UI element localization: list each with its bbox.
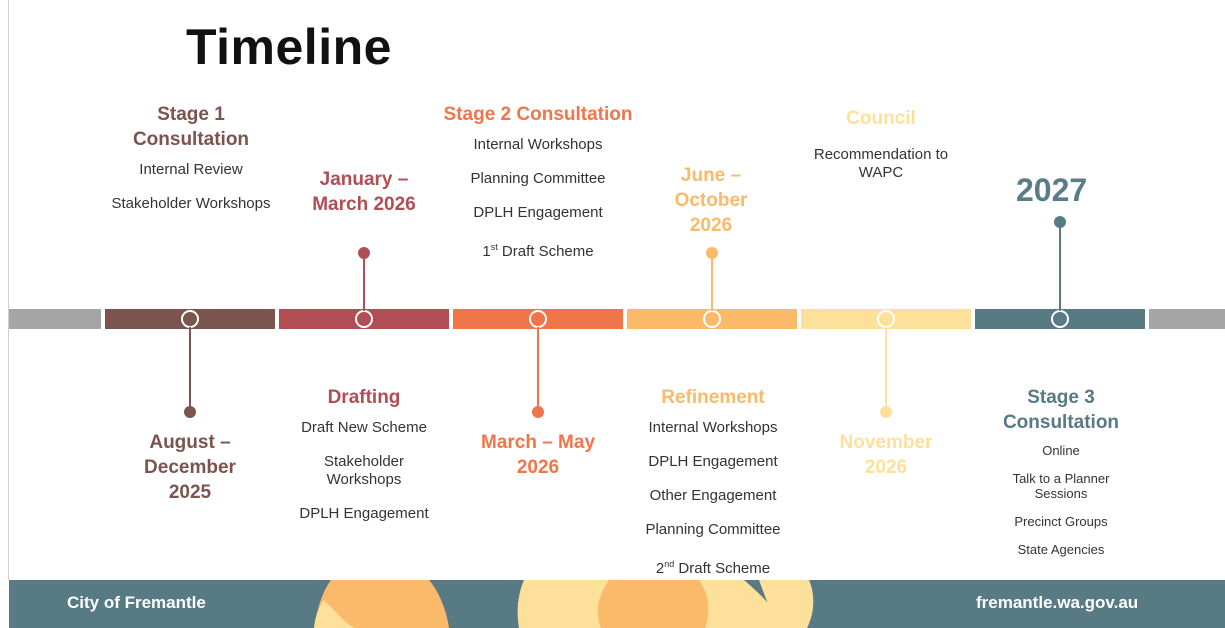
drafting-heading: Drafting	[327, 387, 401, 408]
drafting-item: DPLH Engagement	[299, 505, 429, 522]
drafting-block: Drafting Draft New Scheme Stakeholder Wo…	[274, 385, 454, 523]
milestone-marker	[355, 310, 373, 328]
footer-banner: City of Fremantle fremantle.wa.gov.au	[9, 580, 1225, 628]
refinement-item: Other Engagement	[649, 487, 777, 504]
stage3-item: Online	[1042, 443, 1080, 458]
milestone-dot	[358, 247, 370, 259]
draft-label: Draft Scheme	[674, 560, 771, 577]
stage2-item: Internal Workshops	[473, 136, 603, 153]
stage2-heading: Stage 2 Consultation	[443, 104, 633, 125]
refinement-item: Internal Workshops	[648, 419, 778, 436]
stage3-block: Stage 3 Consultation Online Talk to a Pl…	[981, 385, 1141, 557]
milestone-marker	[529, 310, 547, 328]
refinement-item: DPLH Engagement	[648, 453, 778, 470]
milestone-dot	[184, 406, 196, 418]
draft-label: Draft Scheme	[497, 243, 594, 260]
milestone-marker	[703, 310, 721, 328]
milestone-stem	[363, 258, 365, 311]
milestone-stem	[537, 327, 539, 407]
year-label: 2027	[1016, 172, 1088, 208]
ordinal-number: 2	[655, 560, 665, 577]
stage1-block: Stage 1 Consultation Internal Review Sta…	[101, 102, 281, 213]
refinement-draft-item: 2nd Draft Scheme	[613, 555, 813, 578]
milestone-dot	[706, 247, 718, 259]
council-item: Recommendation to WAPC	[813, 146, 949, 181]
stage2-block: Stage 2 Consultation Internal Workshops …	[438, 102, 638, 261]
milestone-stem	[1059, 226, 1061, 311]
ordinal-number: 1	[482, 243, 491, 260]
ordinal-suffix: st	[490, 242, 498, 252]
stage1-item: Stakeholder Workshops	[111, 195, 271, 212]
date-label: November 2026	[839, 432, 933, 478]
milestone-marker	[1051, 310, 1069, 328]
stage2-draft-item: 1st Draft Scheme	[438, 238, 638, 261]
stage1-heading: Stage 1 Consultation	[132, 104, 250, 150]
refinement-heading: Refinement	[661, 387, 765, 408]
milestone-marker	[181, 310, 199, 328]
stage3-heading: Stage 3 Consultation	[1002, 387, 1120, 433]
date-label: March – May 2026	[480, 432, 596, 478]
refinement-item: Planning Committee	[645, 521, 781, 538]
footer-decoration	[314, 580, 814, 628]
stage3-item: State Agencies	[1017, 542, 1105, 557]
page-title: Timeline	[186, 19, 392, 75]
footer-city-name: City of Fremantle	[67, 593, 206, 612]
date-label: January – March 2026	[312, 169, 416, 215]
stage2-item: Planning Committee	[470, 170, 606, 187]
date-label: August – December 2025	[144, 432, 236, 503]
milestone-dot	[532, 406, 544, 418]
refinement-block: Refinement Internal Workshops DPLH Engag…	[613, 385, 813, 578]
drafting-item: Draft New Scheme	[301, 419, 427, 436]
milestone-dot	[880, 406, 892, 418]
milestone-marker	[877, 310, 895, 328]
stage1-item: Internal Review	[139, 161, 243, 178]
milestone-stem	[189, 327, 191, 407]
stage3-item: Talk to a Planner Sessions	[1012, 471, 1110, 501]
date-label: June – October 2026	[674, 165, 748, 236]
council-heading: Council	[846, 108, 916, 129]
bar-start-grey	[9, 309, 101, 329]
milestone-stem	[711, 258, 713, 311]
milestone-dot	[1054, 216, 1066, 228]
footer-website[interactable]: fremantle.wa.gov.au	[976, 593, 1139, 612]
milestone-stem	[885, 327, 887, 407]
council-block: Council Recommendation to WAPC	[791, 106, 971, 182]
left-border	[8, 0, 9, 580]
ordinal-suffix: nd	[664, 559, 675, 569]
bar-end-grey	[1149, 309, 1225, 329]
drafting-item: Stakeholder Workshops	[323, 453, 405, 488]
stage2-item: DPLH Engagement	[473, 204, 603, 221]
stage3-item: Precinct Groups	[1014, 514, 1108, 529]
